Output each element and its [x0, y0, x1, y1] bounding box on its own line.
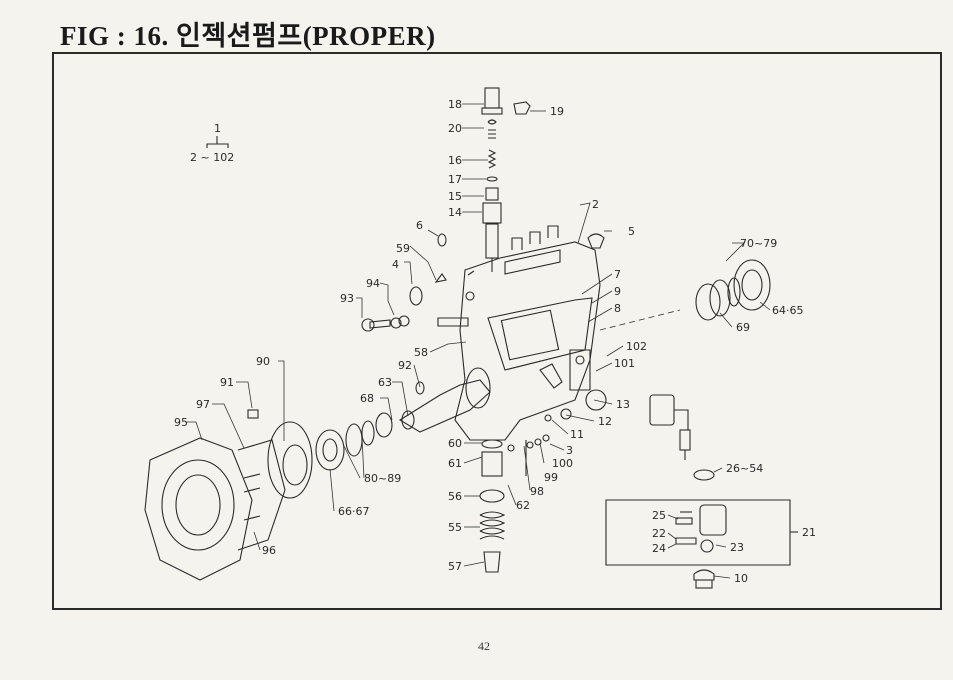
governor-parts [361, 233, 469, 395]
label-part-2: 2 [592, 198, 599, 211]
label-part-98: 98 [530, 485, 544, 498]
page-number: 42 [478, 639, 490, 653]
label-part-70-79: 70~79 [740, 237, 777, 250]
plunger-stack [479, 434, 550, 573]
label-part-99: 99 [544, 471, 558, 484]
label-part-5: 5 [628, 225, 635, 238]
label-part-25: 25 [652, 509, 666, 522]
label-part-57: 57 [448, 560, 462, 573]
regulator-assembly [649, 394, 715, 481]
label-part-60: 60 [448, 437, 462, 450]
label-part-92: 92 [398, 359, 412, 372]
label-part-20: 20 [448, 122, 462, 135]
label-part-55: 55 [448, 521, 462, 534]
cover-plate-parts [587, 233, 771, 321]
label-part-102: 102 [626, 340, 647, 353]
label-part-68: 68 [360, 392, 374, 405]
label-part-101: 101 [614, 357, 635, 370]
label-part-8: 8 [614, 302, 621, 315]
label-assembly-1: 1 [214, 122, 221, 135]
page-title: FIG : 16. 인젝션펌프(PROPER) [60, 21, 436, 51]
label-part-69: 69 [736, 321, 750, 334]
label-part-56: 56 [448, 490, 462, 503]
label-part-61: 61 [448, 457, 462, 470]
label-part-58: 58 [414, 346, 428, 359]
middle-right-parts [539, 349, 607, 422]
label-part-62: 62 [516, 499, 530, 512]
assembly-bracket [206, 136, 229, 148]
label-part-4: 4 [392, 258, 399, 271]
label-part-64-65: 64·65 [772, 304, 804, 317]
label-assembly-range: 2 ~ 102 [190, 151, 234, 164]
label-part-91: 91 [220, 376, 234, 389]
inset-box-21 [605, 499, 798, 566]
bearing-stack [315, 412, 393, 471]
delivery-valve-stack [481, 87, 531, 272]
diagram-frame [52, 52, 942, 610]
label-part-22: 22 [652, 527, 666, 540]
label-part-23: 23 [730, 541, 744, 554]
label-part-59: 59 [396, 242, 410, 255]
label-part-13: 13 [616, 398, 630, 411]
label-part-7: 7 [614, 268, 621, 281]
label-part-21: 21 [802, 526, 816, 539]
label-part-80-89: 80~89 [364, 472, 401, 485]
label-part-10: 10 [734, 572, 748, 585]
label-part-96: 96 [262, 544, 276, 557]
leader-lines [186, 103, 771, 579]
label-part-12: 12 [598, 415, 612, 428]
end-housing [144, 409, 313, 581]
label-part-19: 19 [550, 105, 564, 118]
label-part-95: 95 [174, 416, 188, 429]
label-part-17: 17 [448, 173, 462, 186]
camshaft [398, 367, 491, 433]
label-part-93: 93 [340, 292, 354, 305]
label-part-24: 24 [652, 542, 666, 555]
plug-10 [693, 569, 715, 589]
label-part-15: 15 [448, 190, 462, 203]
label-part-9: 9 [614, 285, 621, 298]
label-part-14: 14 [448, 206, 462, 219]
label-part-94: 94 [366, 277, 380, 290]
label-part-26-54: 26~54 [726, 462, 763, 475]
label-part-66-67: 66·67 [338, 505, 370, 518]
pump-housing [454, 225, 601, 441]
label-part-90: 90 [256, 355, 270, 368]
label-part-3: 3 [566, 444, 573, 457]
label-part-63: 63 [378, 376, 392, 389]
label-part-18: 18 [448, 98, 462, 111]
label-part-16: 16 [448, 154, 462, 167]
label-part-100: 100 [552, 457, 573, 470]
label-part-97: 97 [196, 398, 210, 411]
label-part-6: 6 [416, 219, 423, 232]
label-part-11: 11 [570, 428, 584, 441]
